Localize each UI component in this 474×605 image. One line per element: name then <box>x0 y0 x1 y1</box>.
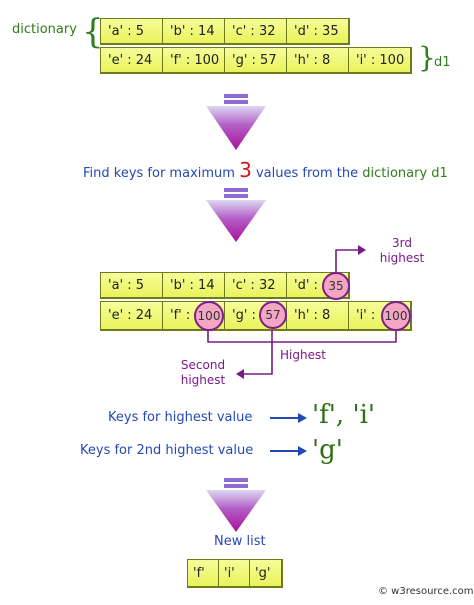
highest-label: Highest <box>280 348 326 362</box>
d1-label: d1 <box>434 55 451 70</box>
keys-highest-label: Keys for highest value <box>108 410 253 425</box>
dictionary-row-1: 'a' : 5 'b' : 14 'c' : 32 'd' : 35 <box>100 18 350 45</box>
dictionary-row-2-highlighted: 'e' : 24 'f' : 'g' : 'h' : 8 'i' : <box>100 301 412 331</box>
dict-cell: 'b' : 14 <box>163 19 225 44</box>
down-arrow-icon <box>206 94 266 150</box>
dict-cell: 'a' : 5 <box>101 273 163 298</box>
list-item: 'f' <box>188 560 219 587</box>
dict-cell: 'g' : 57 <box>225 48 287 73</box>
dictionary-label: dictionary <box>12 22 77 37</box>
highlight-circle-d: 35 <box>322 272 350 300</box>
caption-text: values from the <box>255 166 359 181</box>
right-arrow-icon <box>270 446 307 456</box>
third-highest-label: 3rd highest <box>379 236 425 265</box>
copyright: © w3resource.com <box>378 586 474 597</box>
dict-cell: 'i' : 100 <box>349 48 411 73</box>
dict-cell: 'c' : 32 <box>225 273 287 298</box>
list-item: 'g' <box>250 560 282 587</box>
left-brace: { <box>82 12 104 52</box>
dict-cell: 'e' : 24 <box>101 48 163 73</box>
right-arrow-icon <box>270 413 307 423</box>
caption-dict: dictionary d1 <box>362 166 448 181</box>
second-highest-label: Second highest <box>180 358 226 387</box>
dict-cell: 'd' : 35 <box>287 19 349 44</box>
highlight-circle-f: 100 <box>194 301 224 331</box>
keys-second-value: 'g' <box>312 435 343 465</box>
caption-number: 3 <box>239 158 252 182</box>
down-arrow-icon <box>206 478 266 532</box>
keys-second-label: Keys for 2nd highest value <box>80 443 254 458</box>
dict-cell: 'a' : 5 <box>101 19 163 44</box>
dictionary-row-2: 'e' : 24 'f' : 100 'g' : 57 'h' : 8 'i' … <box>100 47 412 74</box>
list-item: 'i' <box>219 560 250 587</box>
highlight-circle-g: 57 <box>259 301 287 329</box>
dict-cell: 'c' : 32 <box>225 19 287 44</box>
dict-cell: 'b' : 14 <box>163 273 225 298</box>
caption-text: Find keys for maximum <box>83 166 235 181</box>
caption: Find keys for maximum 3 values from the … <box>83 158 448 182</box>
right-brace: } <box>418 41 436 74</box>
down-arrow-icon <box>206 188 266 242</box>
dict-cell: 'e' : 24 <box>101 302 163 330</box>
new-list-label: New list <box>214 534 266 549</box>
keys-highest-value: 'f', 'i' <box>312 400 376 430</box>
dict-cell: 'h' : 8 <box>287 302 349 330</box>
new-list: 'f' 'i' 'g' <box>187 559 283 588</box>
dict-cell: 'f' : 100 <box>163 48 225 73</box>
highlight-circle-i: 100 <box>381 301 411 331</box>
dict-cell: 'h' : 8 <box>287 48 349 73</box>
